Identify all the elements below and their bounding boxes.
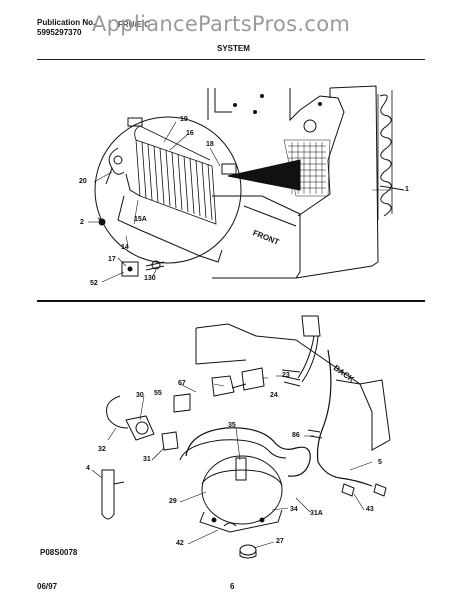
leader-lines xyxy=(88,121,392,549)
part-35-fitting xyxy=(235,457,247,481)
callout-17: 17 xyxy=(108,256,116,263)
part-43 xyxy=(341,483,355,497)
part-24-relay xyxy=(241,367,265,391)
callout-29: 29 xyxy=(169,498,177,505)
callout-24: 24 xyxy=(270,392,278,399)
callout-67: 67 xyxy=(178,380,186,387)
callout-19: 19 xyxy=(180,116,188,123)
view-pointer xyxy=(227,159,301,191)
part-31 xyxy=(161,431,179,451)
callout-5: 5 xyxy=(378,459,382,466)
part-27-grommet xyxy=(239,544,257,556)
part-30-overload xyxy=(125,415,155,441)
evaporator-fins xyxy=(134,125,217,225)
evaporator-area xyxy=(283,139,331,197)
part-4-drier xyxy=(101,469,115,520)
callout-16: 16 xyxy=(186,130,194,137)
callout-43: 43 xyxy=(366,506,374,513)
part-20-wire xyxy=(105,147,125,185)
callout-4: 4 xyxy=(86,465,90,472)
publication-label: Publication No. xyxy=(37,18,96,27)
section-title: SYSTEM xyxy=(217,44,250,53)
header-rule xyxy=(37,59,425,60)
publication-number: 5995297370 xyxy=(37,28,82,37)
part-23-plug xyxy=(301,315,321,337)
part-67 xyxy=(211,375,235,397)
watermark: AppliancePartsPros.com xyxy=(92,12,351,36)
footer-date: 06/97 xyxy=(37,582,58,591)
compressor xyxy=(201,455,283,525)
condenser-coil xyxy=(377,90,405,220)
callout-52: 52 xyxy=(90,280,98,287)
callout-20: 20 xyxy=(79,178,87,185)
callout-86: 86 xyxy=(292,432,300,439)
part-55 xyxy=(173,393,191,413)
callout-30: 30 xyxy=(136,392,144,399)
callout-31a: 31A xyxy=(310,510,323,517)
callout-35: 35 xyxy=(228,422,236,429)
callout-14: 14 xyxy=(121,244,129,251)
callout-27: 27 xyxy=(276,538,284,545)
callout-42: 42 xyxy=(176,540,184,547)
page-number: 6 xyxy=(230,582,235,591)
callout-55: 55 xyxy=(154,390,162,397)
callout-18: 18 xyxy=(206,141,214,148)
callout-1: 1 xyxy=(405,186,409,193)
part-17 xyxy=(121,261,139,277)
callout-2: 2 xyxy=(80,219,84,226)
cabinet-back xyxy=(195,323,391,451)
suction-loop xyxy=(185,427,311,477)
callout-34: 34 xyxy=(290,506,298,513)
part-19 xyxy=(127,117,143,127)
detail-circle xyxy=(94,116,242,264)
callout-23: 23 xyxy=(282,372,290,379)
callout-15a: 15A xyxy=(134,216,147,223)
model-code: FRU/E/C xyxy=(118,20,150,29)
callout-31: 31 xyxy=(143,456,151,463)
diagram-code: P08S0078 xyxy=(40,548,78,557)
callout-130: 130 xyxy=(144,275,156,282)
part-18 xyxy=(221,163,237,175)
callout-32: 32 xyxy=(98,446,106,453)
